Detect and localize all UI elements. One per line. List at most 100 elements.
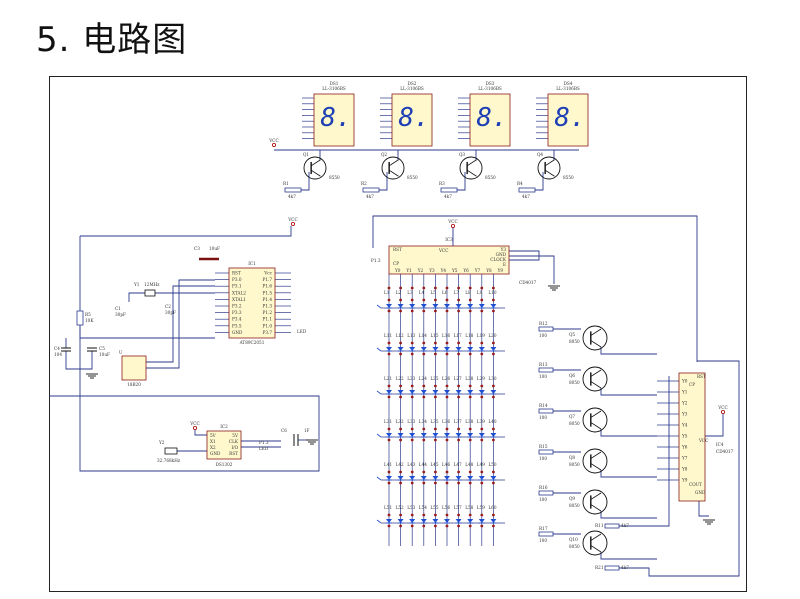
led-diode — [420, 304, 427, 308]
led-diode — [386, 347, 392, 351]
rtc-net-label-2: LED — [259, 446, 269, 451]
mcu-pin-left: RST — [232, 271, 241, 276]
wires-layer — [49, 97, 740, 577]
junction-dot — [492, 470, 495, 474]
counter-ic4-rst: RST — [697, 374, 706, 379]
junction-dot — [492, 481, 495, 485]
junction-dot — [457, 481, 460, 485]
mcu-part: AT89C2051 — [239, 340, 265, 345]
junction-dot — [410, 384, 414, 388]
bottom-resistor-name: R21 — [595, 565, 604, 570]
led-label: L55 — [430, 505, 438, 510]
counter-ic3-out: Y0 — [394, 268, 401, 273]
counter-ic3-right-pin: Y3 — [500, 247, 507, 252]
mcu-pin-left: P3.4 — [232, 317, 242, 322]
matrix-resistor-name: R12 — [539, 321, 548, 326]
led-diode — [467, 433, 474, 437]
matrix-transistor — [582, 489, 608, 515]
bottom-right-wire — [619, 376, 670, 527]
base-wire — [379, 172, 388, 191]
led-ray — [376, 433, 382, 438]
counter-ic4-pin: Y8 — [681, 467, 688, 472]
led-diode — [444, 347, 450, 351]
counter-ic3-out: Y5 — [451, 268, 458, 273]
led-diode — [397, 476, 404, 480]
junction-dot — [387, 427, 391, 431]
matrix-transistor-collector — [590, 451, 602, 459]
rtc-crystal-name: Y2 — [158, 440, 165, 445]
digit-glyph: 8. — [320, 103, 351, 133]
led-label: L8 — [465, 290, 471, 295]
text-layer: DS1LL-3106BS8.DS2LL-3106BS8.DS3LL-3106BS… — [54, 81, 734, 570]
driver-transistor-emitter — [310, 169, 321, 177]
driver-transistor-collector — [544, 159, 555, 167]
led-label: L33 — [407, 419, 415, 424]
c3-name: C3 — [194, 246, 200, 251]
junction-dot — [468, 298, 472, 302]
transistor-part: 8550 — [485, 175, 496, 180]
led-diode — [386, 476, 392, 480]
led-label: L54 — [419, 505, 427, 510]
vcc-terminal — [721, 409, 726, 414]
display-part: LL-3106BS — [322, 86, 346, 91]
rtc-pin-right: CLK — [229, 439, 239, 444]
matrix-resistor — [538, 408, 554, 414]
led-diode — [490, 519, 497, 523]
junction-dot — [468, 309, 472, 313]
led-label: L32 — [396, 419, 404, 424]
y1-value: 12MHz — [144, 282, 160, 287]
led-diode — [409, 433, 416, 437]
matrix-transistor-emitter — [600, 552, 657, 560]
led-label: L26 — [442, 376, 450, 381]
matrix-transistor-emitter — [590, 545, 602, 553]
led-label: L57 — [454, 505, 462, 510]
matrix-resistor-value: 100 — [539, 374, 547, 379]
counter-ic4-pin: Y9 — [681, 478, 688, 483]
junction-dot — [387, 341, 391, 345]
mcu-pin-right: P1.0 — [263, 323, 273, 328]
led-diode — [478, 433, 485, 437]
counter-ic4-gnd: GND — [695, 490, 706, 495]
led-label: L20 — [488, 333, 496, 338]
counter-ic3-out: Y2 — [417, 268, 424, 273]
driver-transistor-emitter — [388, 169, 399, 177]
junction-dot — [480, 286, 484, 290]
junction-dot — [492, 524, 495, 528]
led-label: L40 — [488, 419, 496, 424]
led-label: L27 — [454, 376, 462, 381]
junction-dot — [422, 352, 426, 356]
rtc-ref: IC2 — [220, 424, 228, 429]
junction-dot — [434, 438, 437, 442]
driver-transistor-emitter — [466, 169, 477, 177]
vcc-label: VCC — [268, 138, 278, 143]
rtc-pin-right: I/O — [232, 445, 239, 450]
junction-dot — [434, 513, 437, 517]
junction-dot — [434, 384, 437, 388]
display-name: DS4 — [564, 81, 573, 86]
junction-dot — [422, 438, 426, 442]
junction-dot — [457, 341, 460, 345]
counter-ic3-right-pin: E — [503, 262, 506, 267]
driver-transistor-emitter — [544, 169, 555, 177]
junction-dot — [480, 309, 484, 313]
led-net-label: LED — [297, 329, 307, 334]
counter-ic4-cout: COUT — [689, 482, 702, 487]
matrix-resistor-name: R16 — [539, 485, 548, 490]
mcu-pin-right: P1.2 — [263, 310, 273, 315]
led-label: L31 — [384, 419, 392, 424]
matrix-resistor — [538, 326, 554, 332]
crystal-y1 — [144, 289, 156, 297]
matrix-resistor — [538, 367, 554, 373]
junction-dot — [457, 395, 460, 399]
base-resistor — [362, 187, 380, 193]
vcc-terminal — [290, 221, 295, 226]
led-diode — [490, 304, 497, 308]
rtc-ic — [206, 430, 242, 460]
junction-dot — [492, 298, 495, 302]
cap-ground-wire — [65, 351, 93, 370]
junction-dot — [457, 384, 460, 388]
matrix-resistor-name: R15 — [539, 444, 548, 449]
c5-name: C5 — [99, 346, 105, 351]
led-diode — [432, 390, 439, 394]
junction-dot — [387, 352, 391, 356]
